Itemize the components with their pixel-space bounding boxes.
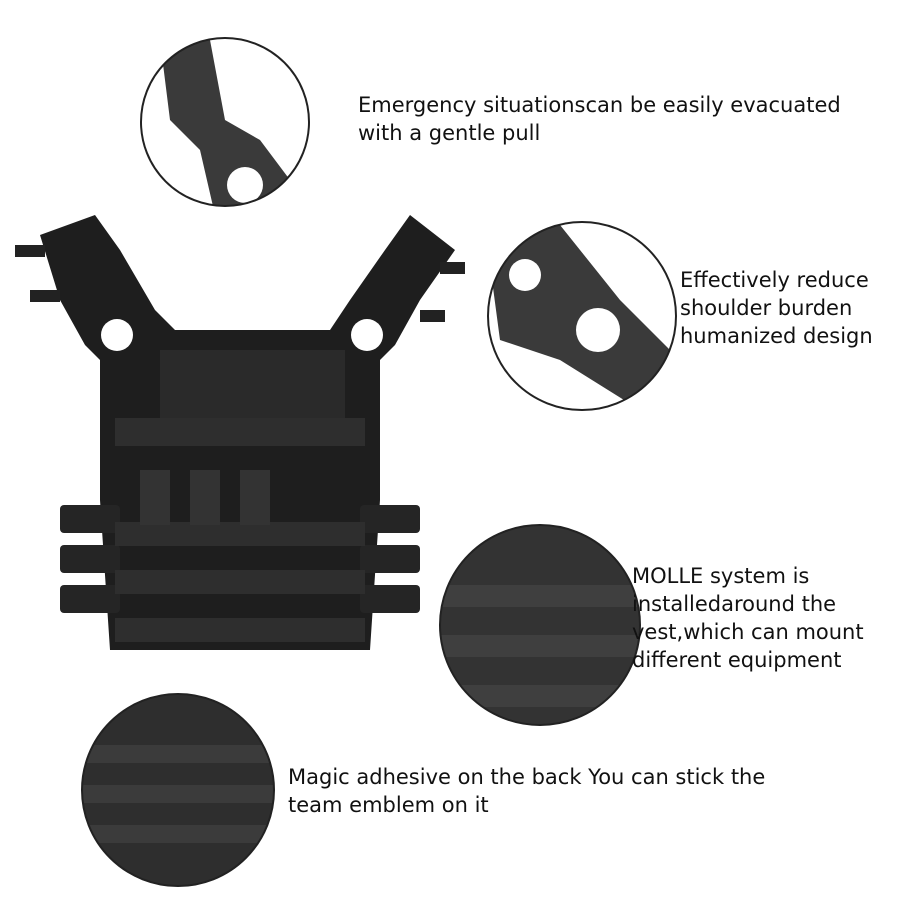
- caption-molle: MOLLE system is installedaround the vest…: [632, 562, 864, 674]
- caption-line: MOLLE system is: [632, 564, 810, 588]
- detail-circle-back-panel: [81, 693, 275, 887]
- caption-line: team emblem on it: [288, 793, 489, 817]
- caption-line: Magic adhesive on the back You can stick…: [288, 765, 766, 789]
- caption-line: vest,which can mount: [632, 620, 864, 644]
- caption-line: Effectively reduce: [680, 268, 869, 292]
- vest-main: [15, 215, 465, 650]
- detail-circle-molle: [439, 524, 641, 726]
- caption-line: humanized design: [680, 324, 873, 348]
- caption-shoulder: Effectively reduce shoulder burden human…: [680, 266, 873, 350]
- caption-quick-release: Emergency situationscan be easily evacua…: [358, 91, 841, 147]
- caption-line: different equipment: [632, 648, 842, 672]
- detail-circle-quick-release: [140, 37, 310, 207]
- caption-line: Emergency situationscan be easily evacua…: [358, 93, 841, 117]
- caption-line: installedaround the: [632, 592, 837, 616]
- caption-line: shoulder burden: [680, 296, 853, 320]
- caption-line: with a gentle pull: [358, 121, 541, 145]
- caption-back-panel: Magic adhesive on the back You can stick…: [288, 763, 765, 819]
- detail-circle-shoulder: [487, 221, 677, 411]
